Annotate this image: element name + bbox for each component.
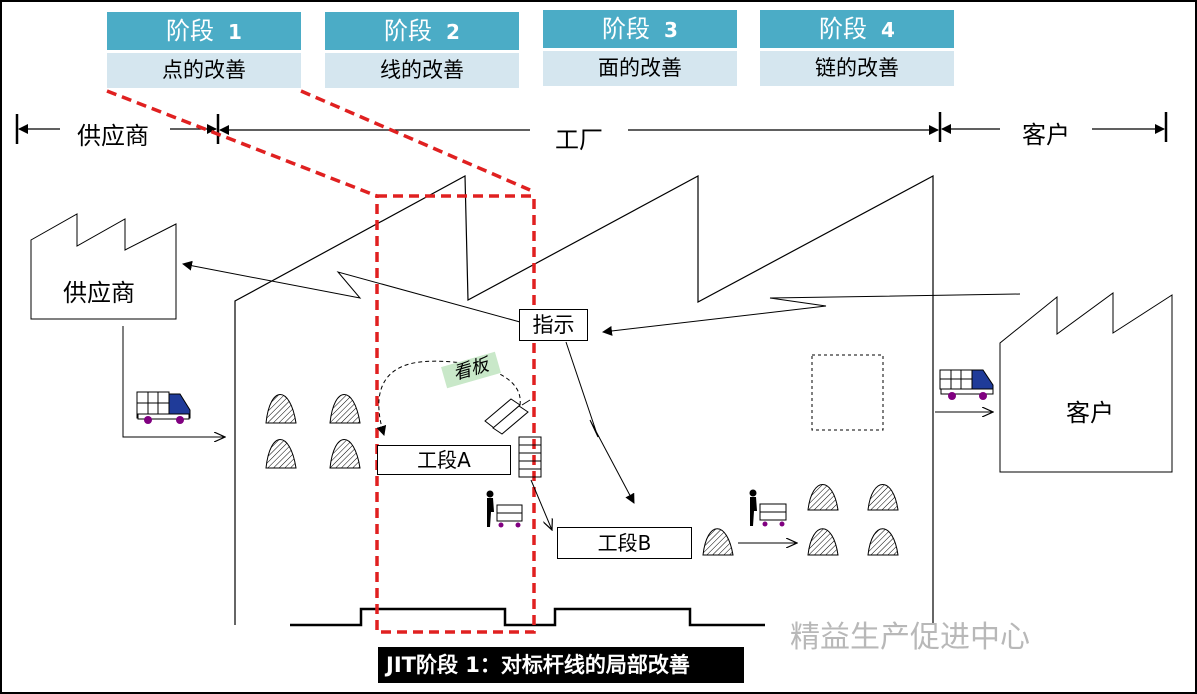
main-factory-outline xyxy=(234,174,934,625)
stage-1-subtitle: 点的改善 xyxy=(107,53,301,88)
stage-2-number: 2 xyxy=(446,20,460,44)
customer-label: 客户 xyxy=(1066,399,1114,427)
stage-3-title: 阶段 xyxy=(602,15,651,43)
stage-3: 阶段 3 面的改善 xyxy=(543,10,737,86)
kanban-cards-icon xyxy=(484,398,531,435)
customer-to-instruction-line xyxy=(602,293,1021,336)
instruction-box: 指示 xyxy=(519,309,588,341)
factory-floor xyxy=(290,607,765,627)
supplier-label: 供应商 xyxy=(63,279,135,307)
worker-cart-icon xyxy=(486,490,523,528)
stage-4-number: 4 xyxy=(881,18,895,42)
stage-2: 阶段 2 线的改善 xyxy=(325,12,519,88)
supplier-inbound-arrow xyxy=(122,326,225,437)
diagram-caption: JIT阶段 1：对标杆线的局部改善 xyxy=(378,647,744,683)
shelf-icon xyxy=(518,436,542,478)
stage-1: 阶段 1 点的改善 xyxy=(107,12,301,88)
customer-factory xyxy=(999,292,1173,473)
inventory-icon-group xyxy=(265,394,899,556)
instruction-to-section-b-line xyxy=(565,341,635,504)
section-b-box: 工段B xyxy=(557,527,692,559)
scope-factory-label: 工厂 xyxy=(555,126,603,154)
stage-4: 阶段 4 链的改善 xyxy=(760,10,954,86)
stage-4-title: 阶段 xyxy=(819,15,868,43)
stage-2-header: 阶段 2 xyxy=(325,12,519,50)
supplier-factory xyxy=(30,213,177,320)
stage-3-header: 阶段 3 xyxy=(543,10,737,48)
stage-3-number: 3 xyxy=(664,18,678,42)
scope-timeline xyxy=(15,112,1168,144)
stage-4-subtitle: 链的改善 xyxy=(760,51,954,86)
watermark-text: 精益生产促进中心 xyxy=(790,620,1030,655)
stage-4-header: 阶段 4 xyxy=(760,10,954,48)
kanban-loop-arrow xyxy=(376,360,521,436)
stage1-highlight xyxy=(106,89,536,634)
customer-truck-icon xyxy=(939,369,994,400)
section-a-to-b-arrow xyxy=(530,479,552,530)
future-area-placeholder xyxy=(811,354,884,431)
stage-2-title: 阶段 xyxy=(384,17,433,45)
scope-supplier-label: 供应商 xyxy=(77,122,149,150)
scope-customer-label: 客户 xyxy=(1022,121,1070,149)
instruction-to-supplier-line xyxy=(182,260,521,323)
stage-1-number: 1 xyxy=(228,20,242,44)
stage-3-subtitle: 面的改善 xyxy=(543,51,737,86)
stage-1-title: 阶段 xyxy=(166,17,215,45)
stage-2-subtitle: 线的改善 xyxy=(325,53,519,88)
supplier-truck-icon xyxy=(136,391,191,424)
worker-cart-icon-2 xyxy=(749,489,787,527)
section-a-box: 工段A xyxy=(377,445,511,475)
stage-1-header: 阶段 1 xyxy=(107,12,301,50)
